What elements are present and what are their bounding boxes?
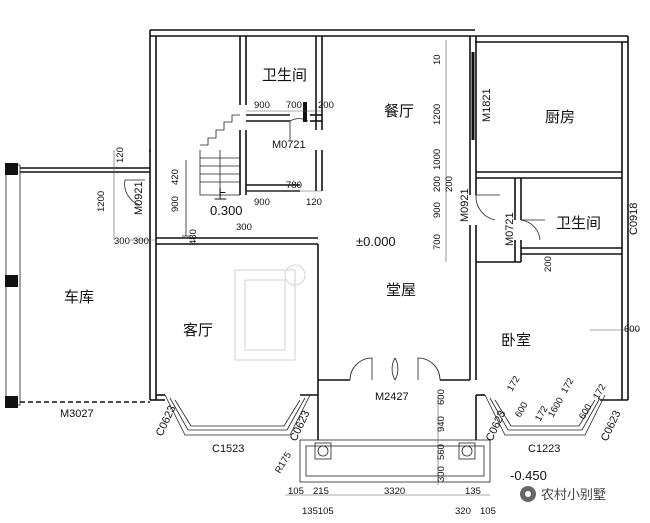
dim-900a: 900 <box>254 100 270 111</box>
dim-420: 420 <box>170 169 181 185</box>
dim-1000: 1000 <box>432 149 443 170</box>
dim-900v: 900 <box>432 202 443 218</box>
dim-700v: 700 <box>432 234 443 250</box>
dim-120a: 120 <box>115 147 126 163</box>
code-bay-left-a: C0623 <box>154 404 179 438</box>
code-door-bath-right: M0721 <box>504 212 516 246</box>
code-entry-door: M2427 <box>375 391 409 403</box>
dim-480: 480 <box>188 229 199 245</box>
dim-135: 135 <box>465 486 481 497</box>
dim-172a: 172 <box>505 374 522 393</box>
code-door-center: M0921 <box>459 188 471 222</box>
staircase <box>182 114 240 237</box>
dim-320: 320 <box>455 506 471 517</box>
garage-walls <box>5 163 150 408</box>
dim-120b: 120 <box>306 197 322 208</box>
dim-300a: 300 <box>114 236 130 247</box>
dim-200b: 200 <box>432 176 443 192</box>
dim-1600: 1600 <box>546 396 566 420</box>
dim-560: 560 <box>436 444 447 460</box>
level-stair-step: 0.300 <box>210 203 243 218</box>
door-swings <box>124 52 545 381</box>
room-label-garage: 车库 <box>64 288 94 306</box>
room-label-dining: 餐厅 <box>384 102 414 120</box>
dim-105b: 105 <box>480 506 496 517</box>
dim-300b: 300 <box>133 236 149 247</box>
code-bay-right-b: C0623 <box>599 409 624 443</box>
dim-600r: 600 <box>624 324 640 335</box>
level-floor: ±0.000 <box>356 234 396 249</box>
room-label-bathroom-right: 卫生间 <box>556 214 601 232</box>
level-outside: -0.450 <box>510 468 547 483</box>
watermark: 农村小别墅 <box>520 486 606 503</box>
code-bay-right-front: C1223 <box>528 443 560 455</box>
room-label-bathroom-top: 卫生间 <box>262 66 307 84</box>
dim-300e: 300 <box>436 466 447 482</box>
code-garage-door: M3027 <box>60 408 94 420</box>
dimension-lines <box>113 40 640 496</box>
code-bay-left-front: C1523 <box>212 443 244 455</box>
bay-window-left <box>164 380 319 436</box>
room-label-kitchen: 厨房 <box>545 108 575 126</box>
code-door-left: M0921 <box>133 181 145 215</box>
entry-porch <box>299 395 491 483</box>
room-label-living: 客厅 <box>183 321 213 339</box>
code-door-bath-top: M0721 <box>272 139 306 151</box>
room-label-bedroom: 卧室 <box>501 331 531 349</box>
bay-window-right <box>476 394 606 436</box>
dim-105a: 105 <box>288 486 304 497</box>
room-label-hall: 堂屋 <box>386 281 416 299</box>
watermark-text: 农村小别墅 <box>541 488 606 503</box>
code-door-kitchen: M1821 <box>481 88 493 122</box>
dim-600e: 600 <box>436 389 447 405</box>
dim-3320: 3320 <box>384 486 405 497</box>
dim-200a: 200 <box>318 100 334 111</box>
dim-172c: 172 <box>559 376 576 395</box>
living-decor <box>234 264 306 361</box>
code-window-bath-right: C0918 <box>628 203 640 235</box>
dim-300c: 300 <box>236 222 252 233</box>
dim-200r: 200 <box>543 256 554 272</box>
dim-10: 10 <box>432 54 443 65</box>
stair-up-label: 上 <box>214 188 227 203</box>
dim-215: 215 <box>313 486 329 497</box>
dim-600w: 600 <box>513 400 530 419</box>
outer-walls <box>149 29 629 401</box>
dim-175: R175 <box>273 450 294 475</box>
dim-900b: 900 <box>170 196 181 212</box>
dim-135105: 135105 <box>302 506 334 517</box>
code-bay-right-a: C0623 <box>484 409 509 443</box>
dim-700a: 700 <box>286 100 302 111</box>
dim-940: 940 <box>436 416 447 432</box>
dim-1200: 1200 <box>96 191 107 212</box>
dim-1200v: 1200 <box>432 104 443 125</box>
dim-780: 780 <box>286 180 302 191</box>
dim-172d: 172 <box>591 382 608 401</box>
dim-200c: 200 <box>444 176 455 192</box>
dim-900c: 900 <box>254 197 270 208</box>
